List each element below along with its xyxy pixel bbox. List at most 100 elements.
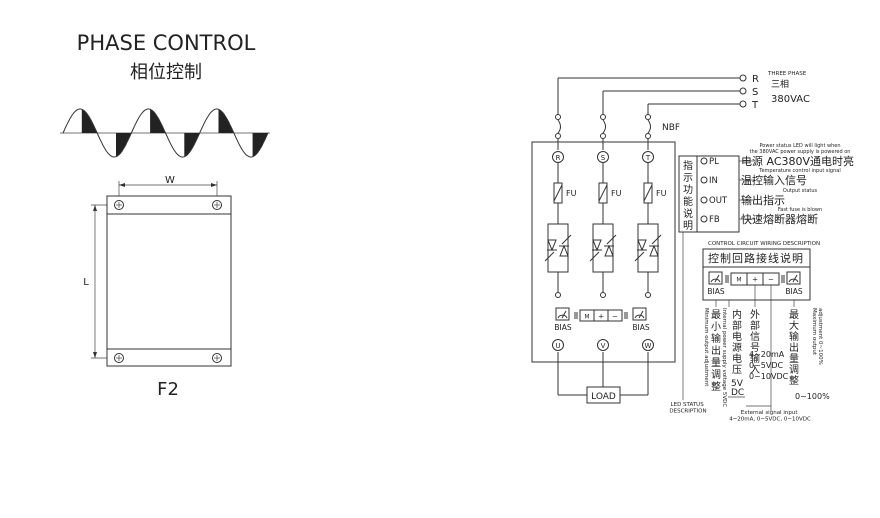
max-output-cn-char: 大 bbox=[789, 319, 799, 332]
external-signal-cn-char: 部 bbox=[750, 319, 760, 332]
led-note-line: the 380VAC power supply is powered on bbox=[750, 149, 851, 155]
external-signal-range: 0~5VDC bbox=[749, 361, 784, 370]
input-terminal-label: T bbox=[645, 154, 651, 162]
wiring-term-minus: − bbox=[768, 276, 774, 284]
breaker-switch bbox=[557, 119, 561, 134]
led-panel-title-char: 说 bbox=[683, 207, 693, 220]
width-dimension-label: W bbox=[165, 175, 175, 186]
module-outline-drawing: W L bbox=[83, 175, 232, 367]
conduction-shaded-area bbox=[184, 133, 200, 157]
breaker-contact bbox=[600, 114, 606, 120]
output-terminal-label: W bbox=[645, 342, 652, 350]
led-panel-title-char: 示 bbox=[683, 173, 693, 184]
min-output-cn-char: 输 bbox=[711, 332, 721, 345]
thyristor-gate bbox=[544, 251, 555, 262]
external-signal-range: 0~10VDC bbox=[749, 372, 789, 381]
internal-supply-value: 5V DC bbox=[731, 379, 746, 398]
module-term-plus: + bbox=[598, 313, 604, 321]
load-label: LOAD bbox=[591, 392, 616, 402]
led-note-line: Power status LED will light when bbox=[759, 143, 840, 149]
led-panel-title-char: 能 bbox=[683, 195, 693, 208]
max-output-value: 0~100% bbox=[795, 392, 830, 401]
min-output-cn-char: 最 bbox=[711, 309, 721, 321]
wiring-bias-right: BIAS bbox=[785, 287, 802, 296]
model-label: F2 bbox=[157, 379, 179, 400]
led-status-label-line: LED STATUS bbox=[671, 402, 705, 408]
wiring-bias-left: BIAS bbox=[707, 287, 724, 296]
breaker-switch bbox=[602, 119, 606, 134]
breaker-switch bbox=[647, 119, 651, 134]
external-signal-en-line: 4~20mA, 0~5VDC, 0~10VDC bbox=[729, 417, 811, 423]
led-note-line: Temperature control input signal bbox=[758, 168, 840, 174]
max-output-en: Maximum output adjustment 0~100% bbox=[811, 308, 823, 365]
led-note: Output status bbox=[783, 188, 818, 194]
internal-supply-cn-char: 源 bbox=[732, 341, 742, 354]
output-terminal-label: V bbox=[601, 342, 606, 350]
led-code-in: IN bbox=[709, 176, 718, 186]
led-indicator bbox=[700, 196, 708, 204]
output-terminal bbox=[552, 339, 564, 351]
conduction-shaded-area bbox=[252, 133, 268, 157]
wiring-term-plus: + bbox=[752, 276, 758, 284]
led-description-cn: 温控输入信号 bbox=[741, 173, 807, 187]
fuse-element bbox=[643, 184, 653, 202]
external-signal-cn-char: 号 bbox=[750, 342, 760, 354]
control-wiring-description: CONTROL CIRCUIT WIRING DESCRIPTION 控制回路接… bbox=[702, 241, 830, 423]
min-output-cn-char: 量 bbox=[711, 357, 721, 369]
breaker-contact bbox=[555, 114, 561, 120]
thyristor-gate bbox=[606, 234, 617, 245]
connection-point bbox=[555, 292, 561, 298]
internal-supply-cn-char: 部 bbox=[732, 319, 742, 332]
conduction-shaded-area bbox=[150, 109, 166, 133]
output-terminal bbox=[642, 339, 654, 351]
internal-supply-value-line: DC bbox=[731, 388, 744, 398]
external-signal-ranges: 4~20mA 0~5VDC 0~10VDC bbox=[749, 350, 789, 381]
max-output-cn-char: 量 bbox=[789, 353, 799, 365]
breaker-label: NBF bbox=[662, 123, 680, 133]
thyristor-reverse bbox=[604, 244, 614, 257]
led-indicator bbox=[700, 176, 708, 184]
phase-control-subtitle: 相位控制 bbox=[130, 62, 202, 83]
load-box bbox=[586, 386, 621, 404]
breaker-contact bbox=[555, 133, 561, 139]
thyristor-reverse bbox=[559, 244, 569, 257]
phase-control-title: PHASE CONTROL bbox=[77, 31, 256, 55]
led-code-out: OUT bbox=[709, 196, 728, 206]
led-note-line: Output status bbox=[783, 188, 818, 194]
external-signal-en: External signal input 4~20mA, 0~5VDC, 0~… bbox=[729, 410, 811, 423]
max-output-en-line: adjustment 0~100% bbox=[817, 308, 823, 365]
external-signal-cn-char: 入 bbox=[750, 365, 760, 376]
internal-supply-en: Internal power supply voltage 5VDC bbox=[721, 308, 727, 407]
output-terminal-label: U bbox=[555, 342, 560, 350]
breaker-contact bbox=[645, 114, 651, 120]
min-output-cn-char: 调 bbox=[711, 369, 721, 381]
conduction-shaded-area bbox=[218, 109, 234, 133]
module-control-terminals: BIAS BIAS M + − bbox=[554, 307, 650, 332]
conduction-shaded-area bbox=[81, 109, 98, 133]
led-panel-title-char: 指 bbox=[683, 159, 693, 172]
led-note: Fast fuse is blown bbox=[778, 207, 822, 213]
thyristor-forward bbox=[547, 239, 557, 252]
module-bias-right: BIAS bbox=[632, 323, 649, 332]
module-term-m: M bbox=[584, 314, 589, 321]
external-signal-range: 4~20mA bbox=[749, 350, 785, 359]
min-output-cn-char: 整 bbox=[711, 380, 721, 393]
min-output-cn-char: 出 bbox=[711, 344, 721, 357]
fuse-element bbox=[598, 184, 608, 202]
wiring-term-m: M bbox=[736, 277, 741, 284]
supply-phase-s: S bbox=[752, 87, 758, 98]
control-wiring-title-cn: 控制回路接线说明 bbox=[708, 251, 804, 265]
thyristor-gate bbox=[651, 234, 662, 245]
connection-point bbox=[645, 292, 651, 298]
led-description-cn: 输出指示 bbox=[741, 193, 785, 207]
internal-supply-cn-char: 内 bbox=[732, 308, 742, 321]
internal-supply-value-line: 5V bbox=[731, 379, 744, 389]
supply-phase-t: T bbox=[751, 100, 759, 111]
fuse-label: FU bbox=[656, 189, 667, 198]
led-indicator bbox=[700, 215, 708, 223]
thyristor-gate bbox=[561, 234, 572, 245]
min-output-cn-char: 小 bbox=[711, 321, 721, 333]
led-note-line: Fast fuse is blown bbox=[778, 207, 822, 213]
